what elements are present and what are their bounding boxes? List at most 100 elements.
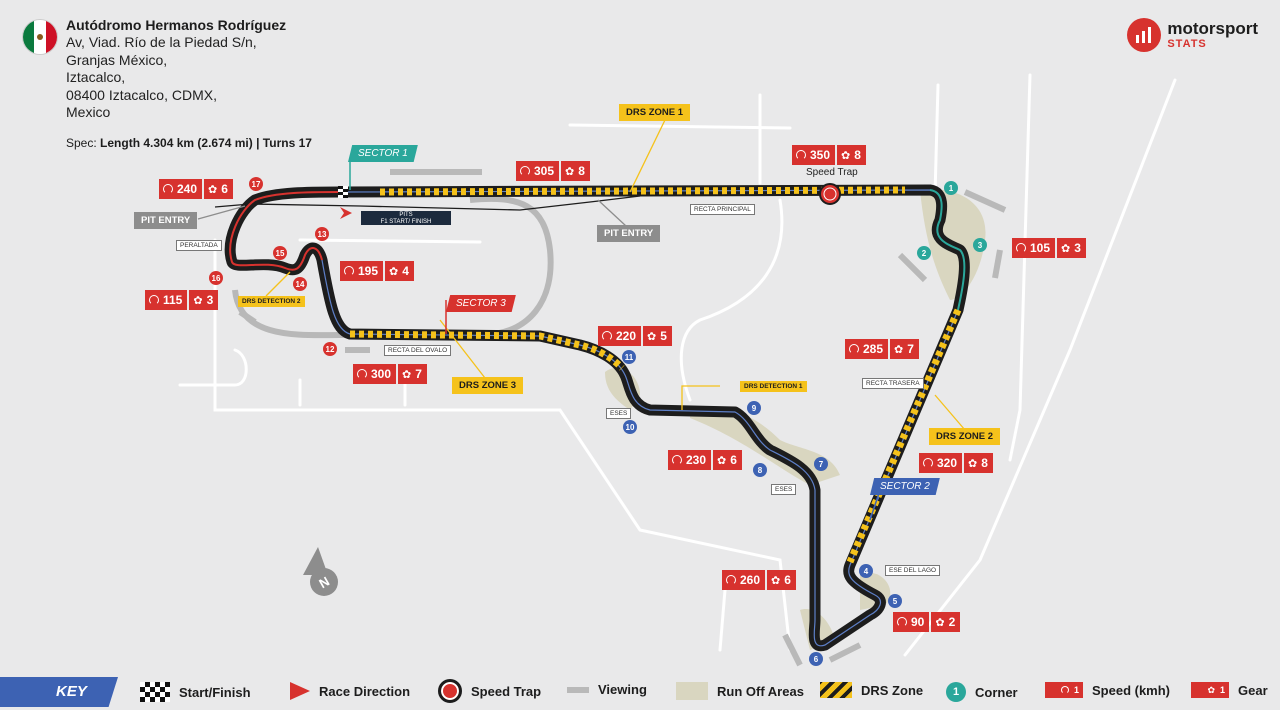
turn-marker: 15	[273, 246, 287, 260]
gear-value: 3	[206, 293, 214, 307]
gear-icon: ✿	[208, 183, 218, 196]
turn-marker: 12	[323, 342, 337, 356]
key-label: Run Off Areas	[717, 683, 804, 699]
speed-gauge-icon	[897, 617, 907, 627]
speed-value: 260	[740, 573, 761, 587]
turn-marker: 5	[888, 594, 902, 608]
speed-gear-badge: 285✿7	[845, 339, 919, 359]
gear-value: 7	[415, 367, 422, 381]
speed-value: 305	[534, 164, 555, 178]
gear-icon: ✿	[771, 574, 781, 587]
key-label: Start/Finish	[179, 684, 251, 700]
key-label: Gear	[1238, 682, 1268, 698]
speed-gauge-icon	[923, 458, 933, 468]
sector-1-tag: SECTOR 1	[348, 145, 418, 162]
pit-entry-tag: PIT ENTRY	[134, 212, 198, 229]
address-line: Av, Viad. Río de la Piedad S/n,	[66, 34, 257, 50]
speed-gauge-icon	[849, 344, 859, 354]
oval-track	[232, 195, 554, 339]
gear-badge-icon: ✿1	[1191, 682, 1229, 698]
speed-value: 300	[371, 367, 392, 381]
speed-value: 115	[163, 293, 183, 307]
speed-gear-badge: 260 ✿6	[722, 570, 796, 590]
key-label: Viewing	[598, 682, 647, 697]
key-label: Speed (kmh)	[1092, 682, 1171, 698]
gear-icon: ✿	[717, 454, 727, 467]
turn-marker: 6	[809, 652, 823, 666]
speed-gear-badge: 230 ✿6	[668, 450, 742, 470]
gear-value: 2	[948, 615, 956, 629]
road-network	[178, 73, 1177, 657]
turn-marker: 8	[753, 463, 767, 477]
venue-name: Autódromo Hermanos Rodríguez	[66, 17, 287, 33]
drs-detection-1-tag: DRS DETECTION 1	[740, 381, 807, 392]
gear-icon: ✿	[402, 368, 412, 381]
gear-value: 6	[221, 182, 228, 196]
sector1-segment	[929, 189, 966, 311]
pits-start-finish-box: PITS F1 START/ FINISH	[361, 211, 451, 225]
speed-value: 230	[686, 453, 707, 467]
start-finish-line	[338, 186, 348, 198]
viewing-icon	[567, 686, 589, 693]
turn-marker: 7	[814, 457, 828, 471]
speed-gear-badge: 350✿8	[792, 145, 866, 165]
peraltada-label: PERALTADA	[176, 240, 222, 251]
turn-marker: 11	[622, 350, 636, 364]
address-line: Granjas México,	[66, 51, 168, 68]
recta-del-ovalo-label: RECTA DEL OVALO	[384, 345, 452, 356]
gear-icon: ✿	[193, 294, 203, 307]
pits-line2: F1 START/ FINISH	[380, 218, 432, 225]
drs-zone-icon	[820, 682, 852, 698]
turn-marker: 10	[623, 420, 637, 434]
logo-line1: motorsport	[1167, 19, 1258, 38]
gear-value: 6	[784, 573, 791, 587]
key-label: Corner	[975, 684, 1018, 700]
speed-value: 105	[1030, 241, 1051, 255]
speed-value: 240	[177, 182, 198, 196]
speed-gauge-icon	[796, 150, 806, 160]
turn-marker: 13	[315, 227, 329, 241]
direction-arrow-icon	[290, 682, 310, 700]
speed-trap-label: Speed Trap	[806, 167, 858, 178]
drs-zone-2-tag: DRS ZONE 2	[929, 428, 1001, 445]
speed-gauge-icon	[357, 369, 367, 379]
recta-principal-label: RECTA PRINCIPAL	[690, 204, 755, 215]
speed-badge-icon: 1	[1045, 682, 1083, 698]
logo-line2: STATS	[1167, 38, 1207, 50]
key-corner: 1 Corner	[946, 682, 1018, 702]
gear-value: 8	[981, 456, 988, 470]
spec-turns: | Turns 17	[256, 136, 312, 150]
key-run-off: Run Off Areas	[676, 682, 804, 700]
gear-icon: ✿	[935, 616, 945, 629]
speed-gauge-icon	[726, 575, 736, 585]
gear-icon: ✿	[1207, 684, 1215, 695]
key-speed-trap: Speed Trap	[438, 679, 541, 703]
speed-gear-badge: 320✿8	[919, 453, 993, 473]
gear-value: 8	[854, 148, 861, 162]
turn-marker: 2	[917, 246, 931, 260]
speed-gear-badge: 115 ✿3	[145, 290, 219, 310]
speed-gauge-icon	[672, 455, 682, 465]
speed-gauge-icon	[520, 166, 530, 176]
corner-icon: 1	[946, 682, 966, 702]
eses-label: ESES	[606, 408, 632, 419]
speed-gauge-icon	[344, 266, 354, 276]
turn-marker: 1	[944, 181, 958, 195]
gear-value: 6	[730, 453, 737, 467]
drs-zone-3-tag: DRS ZONE 3	[452, 377, 524, 394]
eses-label: ESES	[771, 484, 797, 495]
ese-del-lago-label: ESE DEL LAGO	[885, 565, 941, 576]
speed-value: 320	[937, 456, 958, 470]
speed-gear-badge: 305✿8	[516, 161, 590, 181]
gear-value: 4	[402, 264, 409, 278]
drs-zones	[349, 186, 962, 564]
race-track	[224, 184, 970, 652]
speed-gear-badge: 105✿3	[1012, 238, 1086, 258]
address-line: 08400 Iztacalco, CDMX,	[66, 86, 217, 103]
gear-value: 5	[660, 329, 667, 343]
motorsport-stats-logo[interactable]: motorsport STATS	[1127, 18, 1258, 52]
turn-marker: 14	[293, 277, 307, 291]
speed-value: 285	[863, 342, 884, 356]
speed-gauge-icon	[149, 295, 159, 305]
